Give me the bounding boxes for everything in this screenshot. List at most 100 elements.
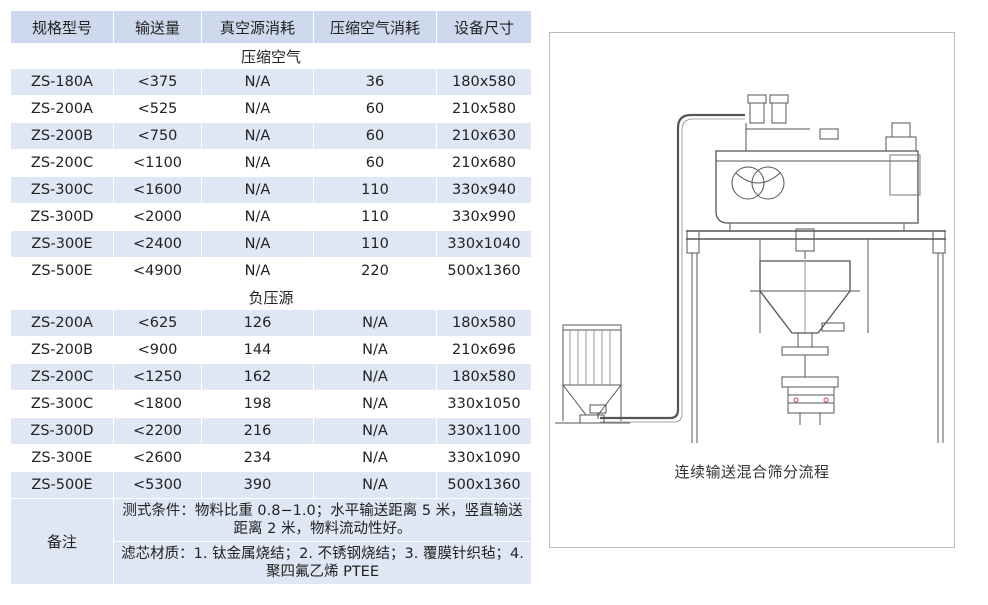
cell-air: 60 [313,149,437,177]
remark-test-conditions: 测式条件：物料比重 0.8−1.0；水平输送距离 5 米，竖直输送距离 2 米，… [113,498,532,542]
cell-size: 330x1090 [436,444,532,472]
buffer-hopper [750,260,860,356]
cell-size: 180x580 [436,309,532,337]
remark-filter-material: 滤芯材质：1. 钛金属烧结；2. 不锈钢烧结；3. 覆膜针织毡；4. 聚四氟乙烯… [113,541,532,585]
cell-model: ZS-300E [10,230,114,258]
cell-model: ZS-500E [10,471,114,499]
cell-size: 330x1050 [436,390,532,418]
cell-capacity: <900 [113,336,202,364]
conveying-pipe [600,113,745,420]
ribbon-mixer [715,94,921,231]
cell-capacity: <2200 [113,417,202,445]
cell-model: ZS-200C [10,149,114,177]
header-dimensions: 设备尺寸 [436,10,532,44]
cell-vacuum: N/A [201,176,314,204]
cell-air: N/A [313,336,437,364]
section-negative-pressure-label: 负压源 [10,284,532,310]
discharge-valve [782,228,828,259]
cell-size: 210x580 [436,95,532,123]
cell-size: 210x680 [436,149,532,177]
cell-model: ZS-200B [10,122,114,150]
vibrating-screen [781,355,839,425]
cell-size: 500x1360 [436,471,532,499]
cell-size: 500x1360 [436,257,532,285]
cell-vacuum: 144 [201,336,314,364]
cell-vacuum: N/A [201,95,314,123]
cell-model: ZS-200C [10,363,114,391]
cell-air: N/A [313,471,437,499]
cell-model: ZS-200A [10,309,114,337]
cell-air: N/A [313,417,437,445]
cell-air: 220 [313,257,437,285]
cell-vacuum: N/A [201,203,314,231]
pickup-station [589,404,607,419]
remarks-row: 滤芯材质：1. 钛金属烧结；2. 不锈钢烧结；3. 覆膜针织毡；4. 聚四氟乙烯… [11,541,532,585]
cell-model: ZS-180A [10,68,114,96]
cell-air: 36 [313,68,437,96]
cell-model: ZS-500E [10,257,114,285]
cell-air: N/A [313,390,437,418]
section-compressed-air-label: 压缩空气 [10,43,532,69]
cell-size: 180x580 [436,363,532,391]
cell-vacuum: 216 [201,417,314,445]
cell-capacity: <4900 [113,257,202,285]
cell-air: N/A [313,309,437,337]
cell-size: 330x1040 [436,230,532,258]
cell-vacuum: N/A [201,122,314,150]
cell-size: 180x580 [436,68,532,96]
cell-capacity: <5300 [113,471,202,499]
cell-size: 330x1100 [436,417,532,445]
cell-capacity: <2600 [113,444,202,472]
cell-air: N/A [313,444,437,472]
feed-silo [555,324,630,424]
cell-capacity: <1600 [113,176,202,204]
cell-size: 330x990 [436,203,532,231]
section-negative-pressure: 负压源 [10,284,532,310]
diagram-caption: 连续输送混合筛分流程 [674,463,830,481]
section-compressed-air: 压缩空气 [10,43,532,69]
table-header-row: 规格型号 输送量 真空源消耗 压缩空气消耗 设备尺寸 [10,10,532,44]
cell-model: ZS-300E [10,444,114,472]
cell-vacuum: N/A [201,230,314,258]
cell-air: 110 [313,176,437,204]
header-vacuum-consumption: 真空源消耗 [201,10,314,44]
cell-model: ZS-300C [10,390,114,418]
cell-capacity: <1800 [113,390,202,418]
header-model: 规格型号 [10,10,114,44]
cell-vacuum: 126 [201,309,314,337]
cell-air: 60 [313,95,437,123]
support-frame [686,230,946,443]
cell-vacuum: N/A [201,257,314,285]
cell-size: 210x696 [436,336,532,364]
cell-model: ZS-200B [10,336,114,364]
cell-capacity: <375 [113,68,202,96]
header-air-consumption: 压缩空气消耗 [313,10,437,44]
cell-capacity: <1250 [113,363,202,391]
cell-capacity: <1100 [113,149,202,177]
cell-model: ZS-300C [10,176,114,204]
cell-vacuum: N/A [201,68,314,96]
cell-capacity: <625 [113,309,202,337]
cell-air: 110 [313,203,437,231]
cell-air: 110 [313,230,437,258]
cell-capacity: <2400 [113,230,202,258]
cell-air: N/A [313,363,437,391]
cell-capacity: <750 [113,122,202,150]
cell-size: 210x630 [436,122,532,150]
cell-size: 330x940 [436,176,532,204]
cell-vacuum: 390 [201,471,314,499]
